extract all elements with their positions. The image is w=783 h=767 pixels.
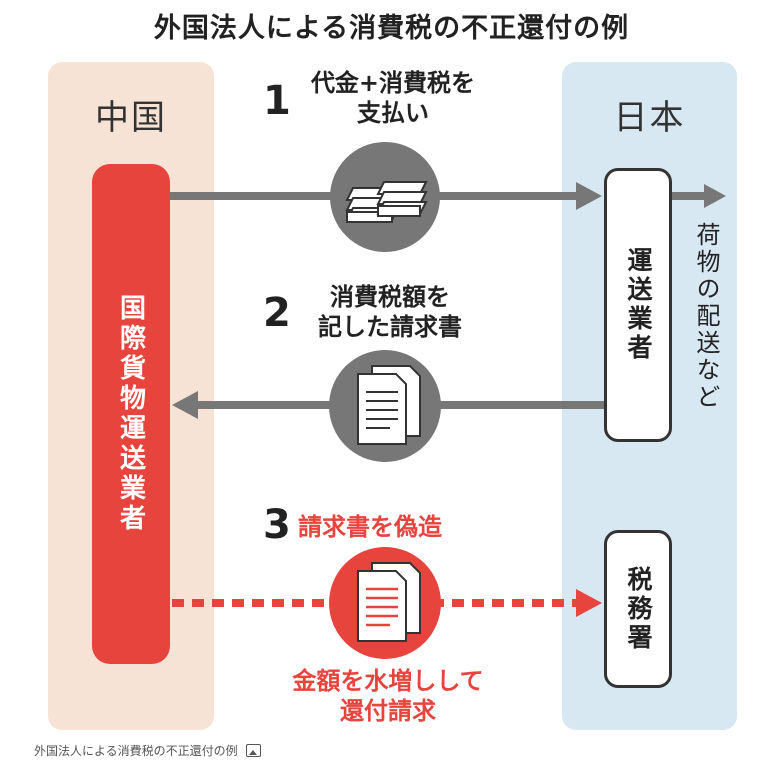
step-1-text: 代金+消費税を 支払い xyxy=(288,68,498,128)
step-3-number: 3 xyxy=(263,502,291,548)
cargo-label: 荷物の配送など xyxy=(692,222,720,411)
document-icon xyxy=(329,350,441,462)
caption-text: 外国法人による消費税の不正還付の例 xyxy=(34,744,238,758)
caption: 外国法人による消費税の不正還付の例 xyxy=(34,742,261,759)
tax-office-label: 税務署 xyxy=(624,565,653,653)
image-icon[interactable] xyxy=(245,744,261,757)
step-3-note: 金額を水増しして 還付請求 xyxy=(268,666,508,726)
carrier-label: 運送業者 xyxy=(624,247,653,363)
step-2-line2: 記した請求書 xyxy=(318,313,462,341)
step-3-note-line2: 還付請求 xyxy=(340,697,436,725)
forwarder-label: 国際貨物運送業者 xyxy=(115,294,146,534)
step-2-number: 2 xyxy=(263,290,291,336)
step-1-line1: 代金+消費税を xyxy=(310,69,476,97)
carrier-box: 運送業者 xyxy=(604,168,672,442)
china-label: 中国 xyxy=(95,98,167,138)
money-stack-icon xyxy=(330,142,440,252)
step-3-note-line1: 金額を水増しして xyxy=(292,667,484,695)
step-2-text: 消費税額を 記した請求書 xyxy=(290,282,490,342)
step-1-number: 1 xyxy=(263,78,291,124)
japan-label: 日本 xyxy=(613,98,686,138)
step-1-line2: 支払い xyxy=(357,99,429,127)
arrow-cargo xyxy=(669,184,726,208)
page-title: 外国法人による消費税の不正還付の例 xyxy=(153,13,630,44)
step-2-line1: 消費税額を xyxy=(330,283,450,311)
forwarder-box: 国際貨物運送業者 xyxy=(92,164,170,664)
forged-document-icon xyxy=(329,547,441,659)
tax-office-box: 税務署 xyxy=(604,530,672,688)
step-3-text: 請求書を偽造 xyxy=(298,513,442,541)
